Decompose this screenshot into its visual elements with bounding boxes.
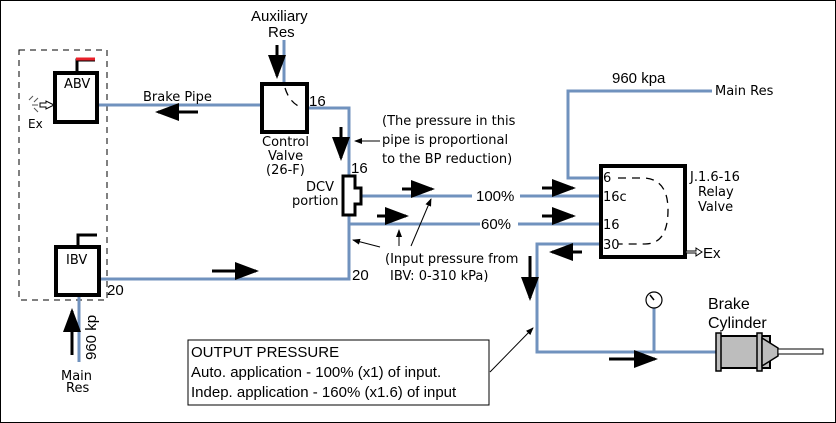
cv-port-16: 16 bbox=[309, 93, 326, 110]
flow-arrows bbox=[63, 45, 658, 368]
output-box-line2: Indep. application - 160% (x1.6) of inpu… bbox=[191, 384, 457, 401]
relay-port-6: 6 bbox=[603, 171, 611, 186]
auxiliary-res-label: Auxiliary bbox=[251, 8, 308, 25]
exhaust-icon bbox=[28, 95, 56, 113]
main-res-top-pressure: 960 kpa bbox=[612, 70, 666, 87]
pressure-gauge-icon bbox=[645, 291, 663, 309]
dcv-port-16: 16 bbox=[351, 160, 368, 177]
brake-cylinder-pipe bbox=[535, 242, 722, 354]
brake-valve-enclosure bbox=[18, 49, 108, 301]
auxiliary-res-label-2: Res bbox=[268, 24, 295, 41]
main-res-bottom-pressure: 960 kp bbox=[83, 315, 100, 360]
pipe-note-3: to the BP reduction) bbox=[382, 152, 512, 167]
dcv-portion bbox=[341, 174, 363, 217]
output-pressure-box: OUTPUT PRESSURE Auto. application - 100%… bbox=[187, 339, 490, 406]
output-box-title: OUTPUT PRESSURE bbox=[191, 344, 339, 361]
main-res-top-label: Main Res bbox=[715, 84, 774, 99]
pipe-note: (The pressure in this bbox=[382, 114, 516, 129]
main-res-bottom-label: Main bbox=[61, 369, 92, 384]
brake-cylinder-label: Brake bbox=[708, 296, 750, 313]
pct-100-label: 100% bbox=[476, 188, 514, 205]
abv-label: ABV bbox=[64, 77, 90, 92]
dcv-port-20: 20 bbox=[352, 267, 369, 284]
brake-cylinder-label-2: Cylinder bbox=[708, 315, 767, 332]
pipe-note-2: pipe is proportional bbox=[382, 133, 508, 148]
cv-to-dcv-pipe bbox=[307, 106, 351, 176]
relay-valve-label: J.1.6-16 bbox=[689, 170, 740, 185]
exhaust-left-label: Ex bbox=[28, 117, 43, 131]
control-valve-label: Control bbox=[262, 135, 309, 150]
relay-valve bbox=[599, 164, 687, 259]
relay-valve-label-2: Relay bbox=[698, 185, 734, 200]
output-box-line1: Auto. application - 100% (x1) of input. bbox=[191, 364, 441, 381]
ibv-label: IBV bbox=[66, 253, 87, 268]
control-valve-label-3: (26-F) bbox=[266, 163, 305, 178]
relay-port-16: 16 bbox=[603, 218, 620, 233]
dcv-label: DCV bbox=[306, 180, 334, 195]
control-valve bbox=[260, 82, 309, 134]
brake-pipe-label: Brake Pipe bbox=[143, 90, 212, 105]
input-note-2: IBV: 0-310 kPa) bbox=[390, 269, 488, 284]
main-res-bottom-label-2: Res bbox=[66, 381, 89, 396]
main-res-pipe bbox=[566, 89, 712, 180]
relay-port-30: 30 bbox=[603, 238, 620, 253]
relay-port-16c: 16c bbox=[603, 190, 627, 205]
input-note: (Input pressure from bbox=[385, 252, 518, 267]
exhaust-right-label: Ex bbox=[703, 245, 721, 262]
ibv-port-20: 20 bbox=[107, 282, 124, 299]
relay-valve-label-3: Valve bbox=[698, 200, 733, 215]
dcv-label-2: portion bbox=[292, 194, 338, 209]
abv-valve: ABV bbox=[53, 57, 99, 124]
brake-cylinder bbox=[715, 332, 824, 372]
control-valve-label-2: Valve bbox=[268, 149, 303, 164]
exhaust-right-icon bbox=[685, 247, 703, 257]
ibv-valve: IBV bbox=[54, 233, 101, 297]
pct-60-label: 60% bbox=[481, 216, 511, 233]
